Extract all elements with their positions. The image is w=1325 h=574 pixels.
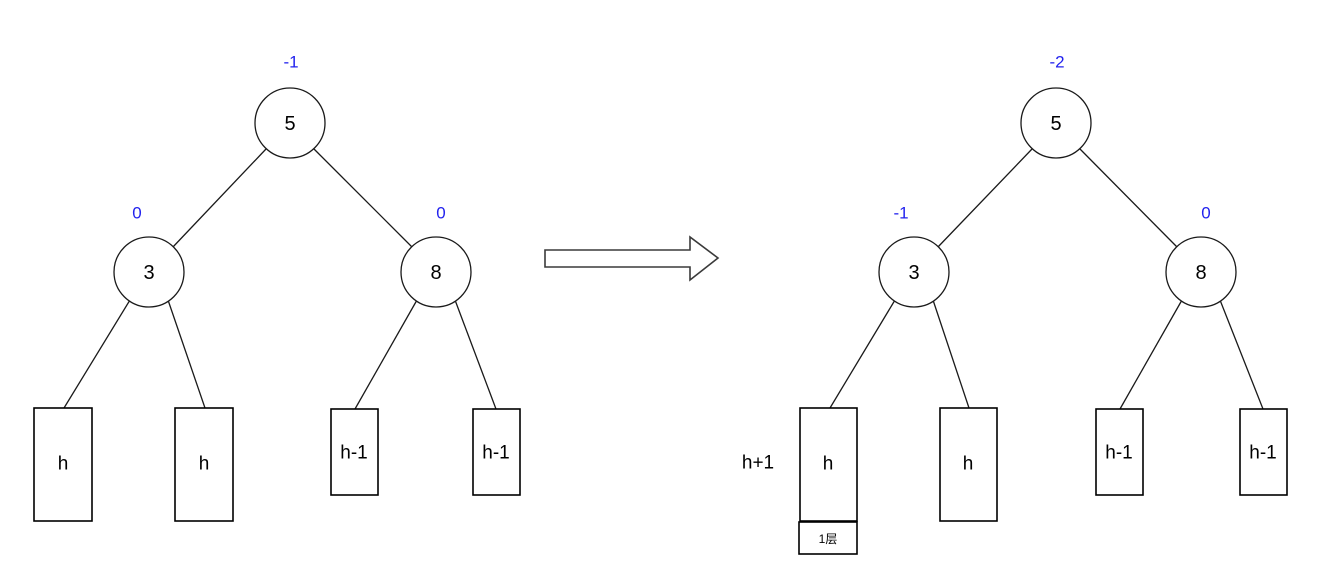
edge-left-to-subtree-1: [63, 299, 131, 409]
balance-factor-root: -2: [1049, 53, 1064, 72]
inserted-layer-label: 1层: [819, 532, 838, 546]
balance-factor-right: 0: [1201, 204, 1210, 223]
node-left-value: 3: [908, 262, 919, 284]
edge-left-to-subtree-2: [167, 299, 206, 409]
right-block-arrow-icon: [544, 235, 720, 282]
edge-left-to-subtree-2: [932, 299, 970, 409]
node-left-circle[interactable]: [113, 236, 185, 308]
balance-factor-root: -1: [283, 53, 298, 72]
edge-root-to-left: [936, 148, 1033, 249]
node-root-value: 5: [1050, 113, 1061, 135]
subtree-box-label: h-1: [1249, 443, 1276, 464]
tree-before: 5 -1 3 0 8 0 h h h-1 h-1: [33, 53, 521, 522]
node-right-value: 8: [430, 262, 441, 284]
node-left-circle[interactable]: [878, 236, 950, 308]
node-root-circle[interactable]: [1020, 87, 1092, 159]
balance-factor-right: 0: [436, 204, 445, 223]
node-right-value: 8: [1195, 262, 1206, 284]
subtree-box[interactable]: [33, 407, 93, 522]
balance-factor-left: -1: [893, 204, 908, 223]
node-root-circle[interactable]: [254, 87, 326, 159]
subtree-box[interactable]: [174, 407, 234, 522]
subtree-box[interactable]: [939, 407, 998, 522]
edge-right-to-subtree-1: [354, 299, 418, 410]
subtree-box[interactable]: [1239, 408, 1288, 496]
node-root-value: 5: [284, 113, 295, 135]
edge-root-to-right: [1079, 148, 1179, 249]
subtree-box[interactable]: [1095, 408, 1144, 496]
subtree-box-label: h: [963, 454, 974, 475]
edge-right-to-subtree-2: [454, 299, 497, 410]
edge-right-to-subtree-2: [1219, 299, 1264, 410]
node-left-value: 3: [143, 262, 154, 284]
node-right-circle[interactable]: [400, 236, 472, 308]
subtree-box-label: h: [58, 454, 69, 475]
subtree-box-label: h-1: [482, 443, 509, 464]
edge-root-to-left: [171, 148, 267, 249]
edge-root-to-right: [313, 148, 414, 249]
subtree-box[interactable]: [799, 407, 858, 522]
edge-right-to-subtree-1: [1119, 299, 1183, 410]
height-annotation: h+1: [742, 453, 774, 474]
subtree-box-label: h-1: [340, 443, 367, 464]
tree-after: 5 -2 3 -1 8 0 h h h-1 h-1 1层 h+1: [742, 53, 1288, 555]
subtree-box-label: h: [199, 454, 210, 475]
balance-factor-left: 0: [132, 204, 141, 223]
inserted-layer-box[interactable]: [798, 521, 858, 555]
edge-left-to-subtree-1: [829, 299, 896, 409]
subtree-box-label: h: [823, 454, 834, 475]
node-right-circle[interactable]: [1165, 236, 1237, 308]
subtree-box[interactable]: [472, 408, 521, 496]
subtree-box[interactable]: [330, 408, 379, 496]
subtree-box-label: h-1: [1105, 443, 1132, 464]
